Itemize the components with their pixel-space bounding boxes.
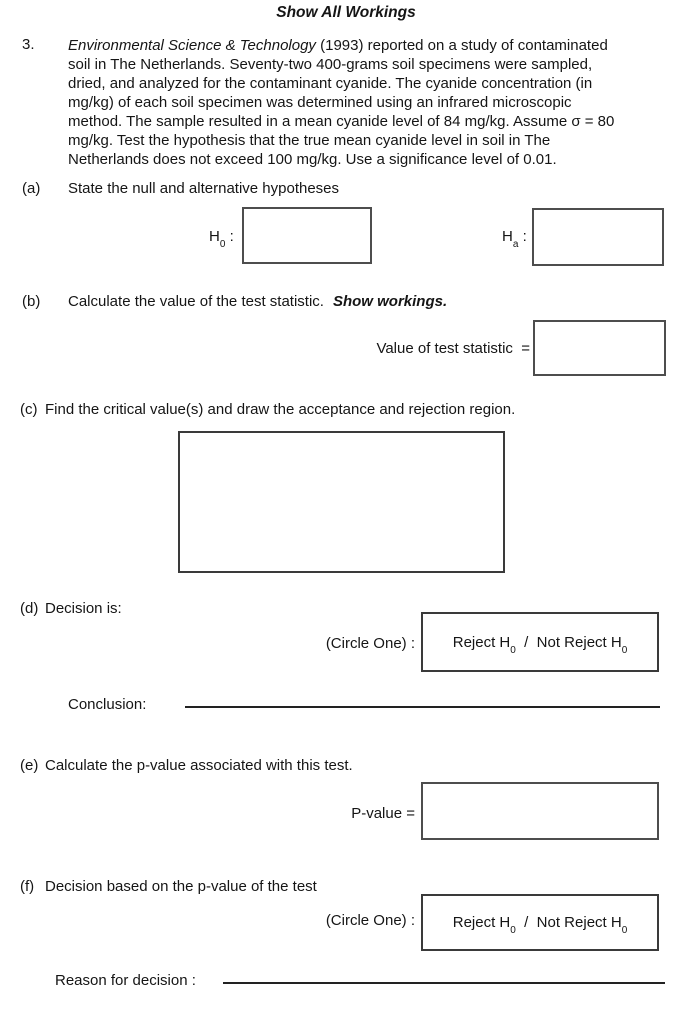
p-value-label: P-value = [351,805,415,822]
part-c-prompt: Find the critical value(s) and draw the … [45,401,516,418]
decision-choice-text-f: Reject H0 / Not Reject H0 [452,914,628,936]
journal-name: Environmental Science & Technology [68,37,316,54]
question-text: Environmental Science & Technology (1993… [68,36,692,169]
part-f-label: (f) [20,878,35,895]
acceptance-rejection-drawing-box[interactable] [178,431,505,573]
show-workings-emphasis: Show workings. [332,293,448,310]
part-f-prompt: Decision based on the p-value of the tes… [45,878,317,895]
conclusion-answer-line[interactable] [185,688,660,708]
part-b-label: (b) [22,293,41,310]
h0-answer-box[interactable] [242,207,372,264]
part-e-label: (e) [20,757,39,774]
conclusion-label: Conclusion: [68,696,147,713]
p-value-answer-box[interactable] [421,782,659,840]
test-statistic-label: Value of test statistic = [376,340,530,357]
decision-choice-box-d[interactable]: Reject H0 / Not Reject H0 [421,612,659,672]
reason-answer-line[interactable] [223,964,665,984]
part-c-label: (c) [20,401,38,418]
decision-choice-text-d: Reject H0 / Not Reject H0 [452,633,628,656]
test-statistic-answer-box[interactable] [533,320,666,376]
part-a-prompt: State the null and alternative hypothese… [68,180,340,197]
page-title: Show All Workings [276,4,416,21]
h0-subscript: 0 [219,239,226,250]
ha-subscript: a [512,239,519,250]
part-d-label: (d) [20,600,39,617]
part-e-prompt: Calculate the p-value associated with th… [45,757,353,774]
ha-answer-box[interactable] [532,208,664,266]
reason-label: Reason for decision : [55,972,196,989]
question-number: 3. [22,36,35,53]
decision-choice-box-f[interactable]: Reject H0 / Not Reject H0 [421,894,659,951]
part-a-label: (a) [22,180,41,197]
part-d-prompt: Decision is: [45,600,122,617]
circle-one-label-d: (Circle One) : [325,635,415,652]
part-b-prompt: Calculate the value of the test statisti… [68,293,448,310]
circle-one-label-f: (Circle One) : [325,912,415,929]
h0-label: H0 : [209,228,234,250]
question-body: (1993) reported on a study of contaminat… [68,37,615,168]
ha-label: Ha : [502,228,527,250]
